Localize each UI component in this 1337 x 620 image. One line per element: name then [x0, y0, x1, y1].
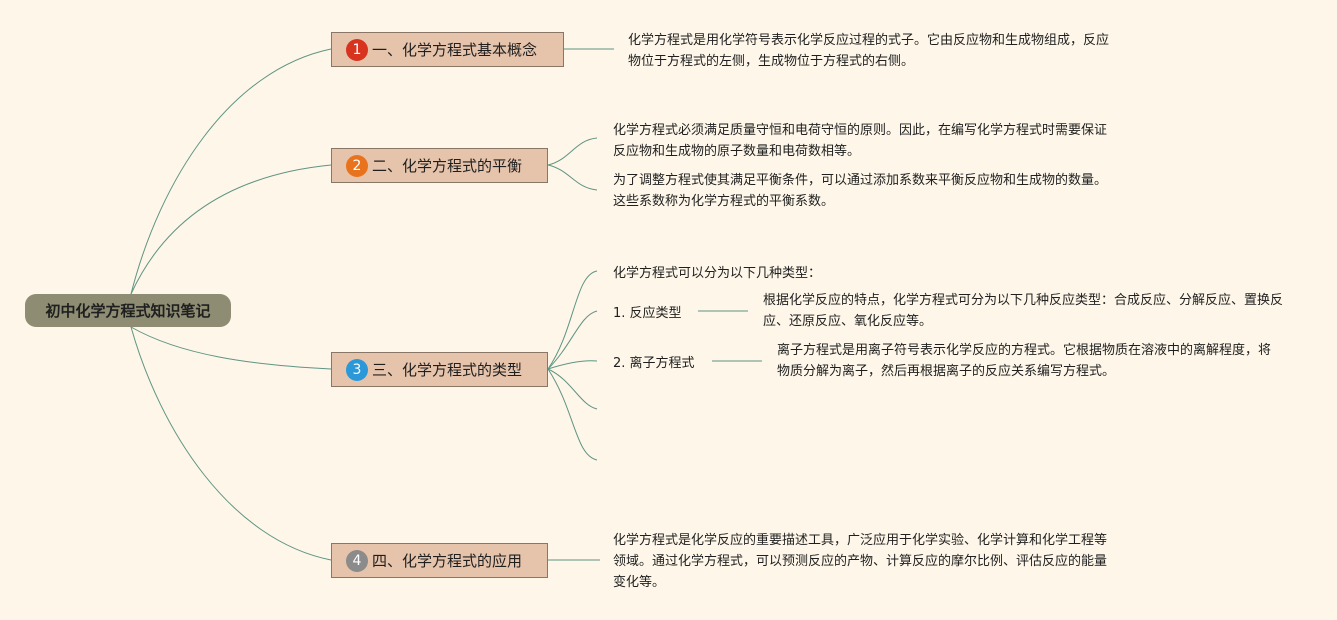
- topic-label: 三、化学方程式的类型: [372, 361, 523, 379]
- connector-root-topic2: [130, 164, 332, 295]
- note-reaction-types[interactable]: 根据化学反应的特点，化学方程式可分为以下几种反应类型：合成反应、分解反应、置换反…: [763, 293, 1284, 329]
- topic-balance[interactable]: 2 二、化学方程式的平衡: [331, 148, 548, 183]
- connector-topic3-reaction: [547, 310, 598, 370]
- connector-root-topic1: [130, 48, 332, 295]
- note-types-intro[interactable]: 化学方程式可以分为以下几种类型：: [613, 266, 822, 281]
- note-application[interactable]: 化学方程式是化学反应的重要描述工具，广泛应用于化学实验、化学计算和化学工程等领域…: [613, 533, 1108, 590]
- topic-label: 一、化学方程式基本概念: [372, 41, 538, 59]
- root-topic-label: 初中化学方程式知识笔记: [45, 302, 211, 320]
- topic-application[interactable]: 4 四、化学方程式的应用: [331, 543, 548, 578]
- connector-root-topic4: [130, 326, 332, 561]
- topic-label: 二、化学方程式的平衡: [372, 157, 523, 175]
- root-topic[interactable]: 初中化学方程式知识笔记: [25, 294, 231, 327]
- number-badge-4-icon: 4: [346, 549, 368, 572]
- topic-basic-concept[interactable]: 1 一、化学方程式基本概念: [331, 32, 564, 67]
- note-concept[interactable]: 化学方程式是用化学符号表示化学反应过程的式子。它由反应物和生成物组成，反应物位于…: [628, 33, 1110, 69]
- number-badge-2-icon: 2: [346, 154, 368, 177]
- connector-topic2-note2: [547, 164, 598, 191]
- connector-topic2-note1: [547, 137, 598, 166]
- note-balance-2[interactable]: 为了调整方程式使其满足平衡条件，可以通过添加系数来平衡反应物和生成物的数量。这些…: [613, 173, 1108, 209]
- subtopic-reaction-types[interactable]: 1. 反应类型: [613, 306, 682, 321]
- topic-types[interactable]: 3 三、化学方程式的类型: [331, 352, 548, 387]
- number-badge-3-icon: 3: [346, 358, 368, 381]
- number-badge-1-icon: 1: [346, 38, 368, 61]
- note-balance-1[interactable]: 化学方程式必须满足质量守恒和电荷守恒的原则。因此，在编写化学方程式时需要保证反应…: [613, 123, 1108, 159]
- connector-root-topic3: [130, 326, 332, 370]
- note-ionic-equation[interactable]: 离子方程式是用离子符号表示化学反应的方程式。它根据物质在溶液中的离解程度，将物质…: [777, 343, 1272, 379]
- subtopic-ionic-equation[interactable]: 2. 离子方程式: [613, 356, 695, 371]
- connector-topic3-intro: [547, 270, 598, 370]
- connector-topic3-ionic: [547, 360, 598, 370]
- connector-topic3-empty1: [547, 368, 598, 410]
- connector-topic3-empty2: [547, 368, 598, 461]
- topic-label: 四、化学方程式的应用: [372, 552, 523, 570]
